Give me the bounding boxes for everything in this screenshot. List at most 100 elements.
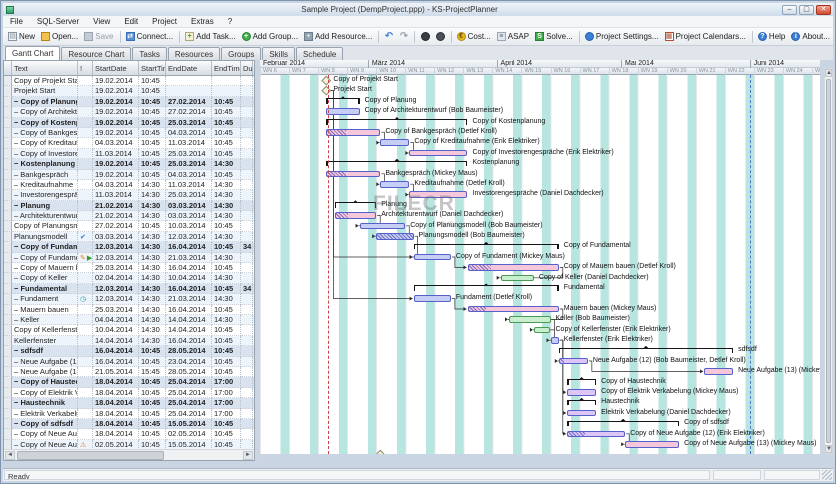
task-name-cell[interactable]: − Copy of sdfsdf (12, 418, 78, 430)
duration-cell[interactable] (241, 387, 253, 399)
task-name-cell[interactable]: – Copy of Fundament (12, 252, 78, 264)
end-time-cell[interactable]: 14:30 (212, 231, 241, 243)
start-date-cell[interactable]: 18.04.2014 (93, 398, 139, 409)
column-header-endtime[interactable]: EndTime (212, 61, 241, 75)
add-task-button[interactable]: +Add Task... (182, 31, 238, 42)
end-date-cell[interactable]: 27.02.2014 (166, 107, 212, 118)
menu-item-project[interactable]: Project (152, 17, 178, 26)
start-time-cell[interactable]: 10:45 (139, 169, 166, 180)
start-date-cell[interactable]: 19.02.2014 (93, 76, 139, 87)
column-header-enddate[interactable]: EndDate (166, 61, 212, 75)
end-time-cell[interactable]: 10:45 (212, 356, 241, 367)
end-time-cell[interactable]: 14:30 (212, 159, 241, 170)
end-time-cell[interactable]: 14:30 (212, 211, 241, 222)
end-date-cell[interactable]: 25.03.2014 (166, 148, 212, 160)
row-header[interactable] (4, 96, 12, 108)
add-group-button[interactable]: +Add Group... (239, 31, 301, 42)
row-header[interactable] (4, 418, 12, 430)
start-date-cell[interactable]: 10.04.2014 (93, 325, 139, 336)
end-date-cell[interactable]: 16.04.2014 (166, 242, 212, 253)
tab-schedule[interactable]: Schedule (296, 47, 344, 60)
duration-cell[interactable] (241, 127, 253, 139)
end-date-cell[interactable]: 11.03.2014 (166, 179, 212, 191)
gantt-task-bar[interactable] (550, 337, 559, 344)
start-time-cell[interactable]: 10:45 (139, 408, 166, 419)
column-header-duration[interactable]: Duration (241, 61, 253, 75)
start-date-cell[interactable]: 04.04.2014 (93, 314, 139, 326)
start-time-cell[interactable]: 14:30 (139, 211, 166, 222)
asap-button[interactable]: ≡ASAP (494, 31, 532, 42)
start-time-cell[interactable]: 10:45 (139, 429, 166, 440)
scroll-right-arrow-icon[interactable]: ► (243, 451, 253, 460)
start-time-cell[interactable]: 10:45 (139, 107, 166, 118)
row-header[interactable] (4, 439, 12, 449)
start-time-cell[interactable]: 14:30 (139, 252, 166, 264)
start-time-cell[interactable]: 10:45 (139, 76, 166, 87)
start-date-cell[interactable]: 18.04.2014 (93, 418, 139, 430)
start-date-cell[interactable]: 12.03.2014 (93, 252, 139, 264)
duration-cell[interactable] (241, 439, 253, 449)
group-summary-bar[interactable] (334, 200, 377, 208)
project-calendars-button[interactable]: ▦Project Calendars... (662, 31, 749, 42)
start-date-cell[interactable]: 21.02.2014 (93, 211, 139, 222)
end-time-cell[interactable]: 10:45 (212, 346, 241, 357)
gantt-task-bar[interactable] (558, 357, 588, 365)
duration-cell[interactable] (241, 314, 253, 326)
table-row[interactable]: Copy of Planungsm...27.02.201410:4510.03… (4, 221, 254, 232)
duration-cell[interactable] (241, 221, 253, 232)
column-header-![interactable]: ! (78, 61, 93, 75)
start-date-cell[interactable]: 18.04.2014 (93, 408, 139, 419)
duration-cell[interactable] (241, 294, 253, 305)
duration-cell[interactable] (241, 169, 253, 180)
group-summary-bar[interactable] (326, 96, 360, 104)
row-header[interactable] (4, 107, 12, 118)
task-name-cell[interactable]: − Kostenplanung (12, 159, 78, 170)
start-date-cell[interactable]: 19.02.2014 (93, 117, 139, 128)
tab-groups[interactable]: Groups (221, 47, 262, 60)
end-date-cell[interactable]: 16.04.2014 (166, 283, 212, 295)
row-header[interactable] (4, 294, 12, 305)
gantt-task-bar[interactable] (567, 430, 626, 438)
task-name-cell[interactable]: − Copy of Planung (12, 96, 78, 108)
menu-item-edit[interactable]: Edit (124, 17, 139, 26)
task-name-cell[interactable]: – Copy of Bankgespr... (12, 127, 78, 139)
task-name-cell[interactable]: Copy of Planungsm... (12, 221, 78, 232)
end-date-cell[interactable]: 15.05.2014 (166, 418, 212, 430)
task-name-cell[interactable]: – Elektrik Verkabelung (12, 408, 78, 419)
end-date-cell[interactable]: 28.05.2014 (166, 346, 212, 357)
scroll-up-arrow-icon[interactable]: ▲ (825, 69, 832, 77)
table-row[interactable]: − Copy of Haustech...18.04.201410:4525.0… (4, 377, 254, 388)
tab-skills[interactable]: Skills (262, 47, 295, 60)
row-header[interactable] (4, 159, 12, 170)
start-time-cell[interactable]: 10:45 (139, 398, 166, 409)
end-date-cell[interactable]: 28.05.2014 (166, 366, 212, 378)
gantt-task-bar[interactable] (467, 264, 559, 271)
task-name-cell[interactable]: – Copy of Mauern b... (12, 263, 78, 274)
end-time-cell[interactable]: 17:00 (212, 387, 241, 399)
find-button[interactable] (418, 31, 433, 42)
row-header[interactable] (4, 398, 12, 409)
tab-resources[interactable]: Resources (167, 47, 221, 60)
gantt-task-bar[interactable] (413, 253, 451, 261)
start-date-cell[interactable]: 12.03.2014 (93, 242, 139, 253)
scroll-thumb[interactable] (826, 79, 831, 443)
column-header-rowhdr[interactable] (4, 61, 12, 75)
table-row[interactable]: – Copy of Investoren...11.03.201410:4525… (4, 148, 254, 160)
tab-tasks[interactable]: Tasks (132, 47, 167, 60)
start-time-cell[interactable]: 10:45 (139, 159, 166, 170)
start-date-cell[interactable]: 11.03.2014 (93, 148, 139, 160)
end-time-cell[interactable]: 10:45 (212, 283, 241, 295)
start-time-cell[interactable]: 14:30 (139, 190, 166, 201)
menu-item-sql-server[interactable]: SQL-Server (36, 17, 80, 26)
end-date-cell[interactable]: 21.03.2014 (166, 252, 212, 264)
column-header-text[interactable]: Text (12, 61, 78, 75)
duration-cell[interactable] (241, 398, 253, 409)
